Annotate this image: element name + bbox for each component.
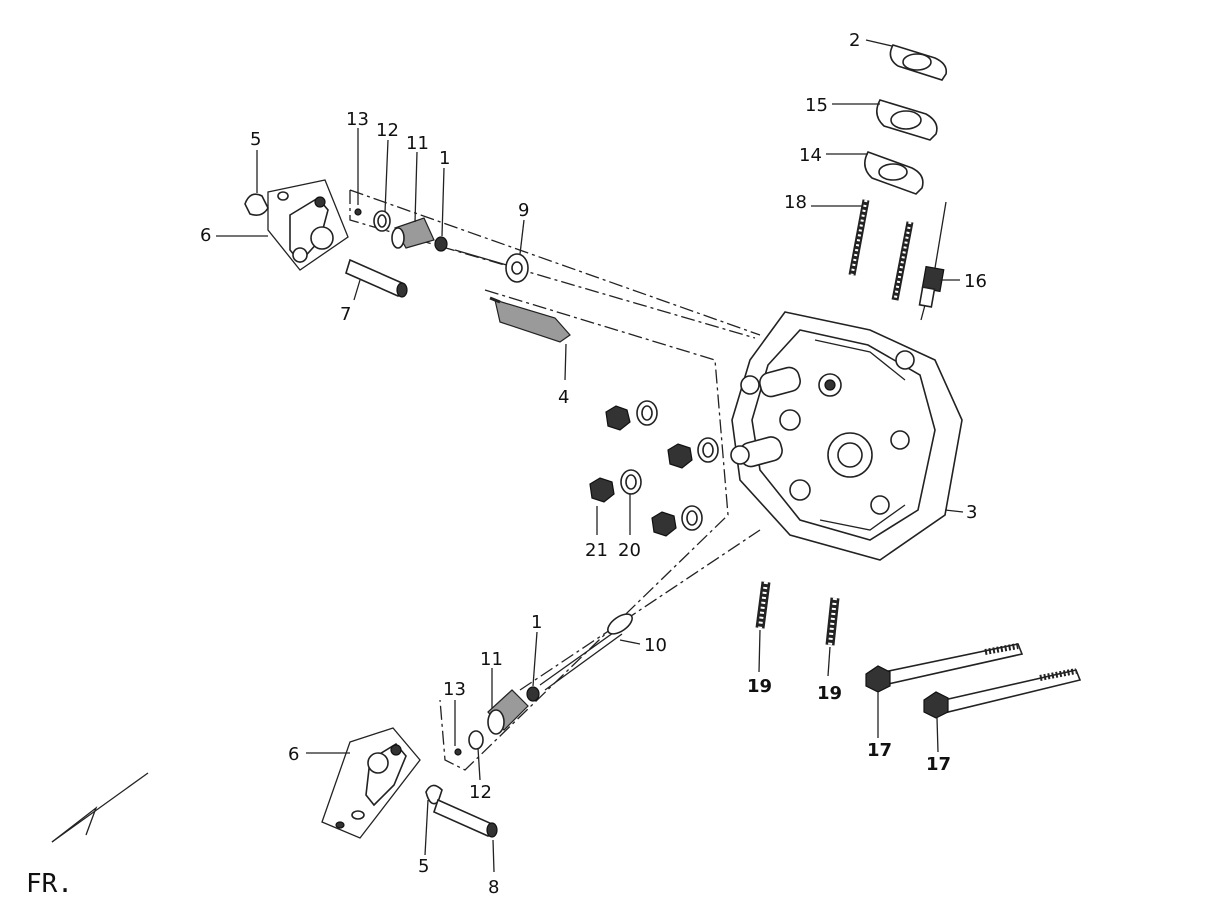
callout-12-lower: 12: [469, 782, 492, 803]
assembly-guides: [349, 189, 761, 771]
callout-8: 8: [488, 877, 499, 898]
valve-upper-parts: [354, 208, 571, 343]
callout-17-right: 17: [926, 754, 951, 775]
rocker-arm-lower: [321, 727, 421, 839]
callout-19-left: 19: [747, 676, 772, 697]
front-direction-arrow: [51, 772, 149, 843]
gasket-2: [889, 44, 948, 81]
callout-21: 21: [585, 540, 608, 561]
callout-6-upper: 6: [200, 225, 211, 246]
leader-lines: [216, 39, 964, 873]
callout-1-upper: 1: [439, 148, 450, 169]
stud-18: [848, 199, 914, 301]
callout-4: 4: [558, 387, 569, 408]
callout-7: 7: [340, 304, 351, 325]
callout-10: 10: [644, 635, 667, 656]
bolts-17: [865, 643, 1082, 719]
callout-13-upper: 13: [346, 109, 369, 130]
front-direction-label: FR.: [26, 869, 73, 899]
callout-12-upper: 12: [376, 120, 399, 141]
rocker-shaft-7: [345, 258, 408, 298]
callout-17-left: 17: [867, 740, 892, 761]
callout-2: 2: [849, 30, 860, 51]
nuts-washers: [589, 400, 719, 537]
gasket-14: [864, 151, 924, 195]
callout-9: 9: [518, 200, 529, 221]
valve-lower-parts: [454, 613, 633, 756]
cylinder-head-3: [730, 311, 963, 561]
rocker-arm-upper: [244, 179, 349, 271]
callout-14: 14: [799, 145, 822, 166]
callout-11-upper: 11: [406, 133, 429, 154]
callout-3: 3: [966, 502, 977, 523]
callout-11-lower: 11: [480, 649, 503, 670]
callout-20: 20: [618, 540, 641, 561]
callout-6-lower: 6: [288, 744, 299, 765]
callout-5-lower: 5: [418, 856, 429, 877]
callout-18: 18: [784, 192, 807, 213]
rocker-shaft-8: [425, 784, 498, 838]
callout-16: 16: [964, 271, 987, 292]
callout-labels: 2 15 14 18 16 3 13 12 11 1 9 5 6 7 4 21 …: [26, 30, 987, 899]
sensor-16: [918, 201, 947, 321]
callout-15: 15: [805, 95, 828, 116]
gasket-15: [876, 99, 938, 141]
callout-5-upper: 5: [250, 129, 261, 150]
studs-19: [755, 581, 840, 646]
callout-1-lower: 1: [531, 612, 542, 633]
callout-19-right: 19: [817, 683, 842, 704]
callout-13-lower: 13: [443, 679, 466, 700]
